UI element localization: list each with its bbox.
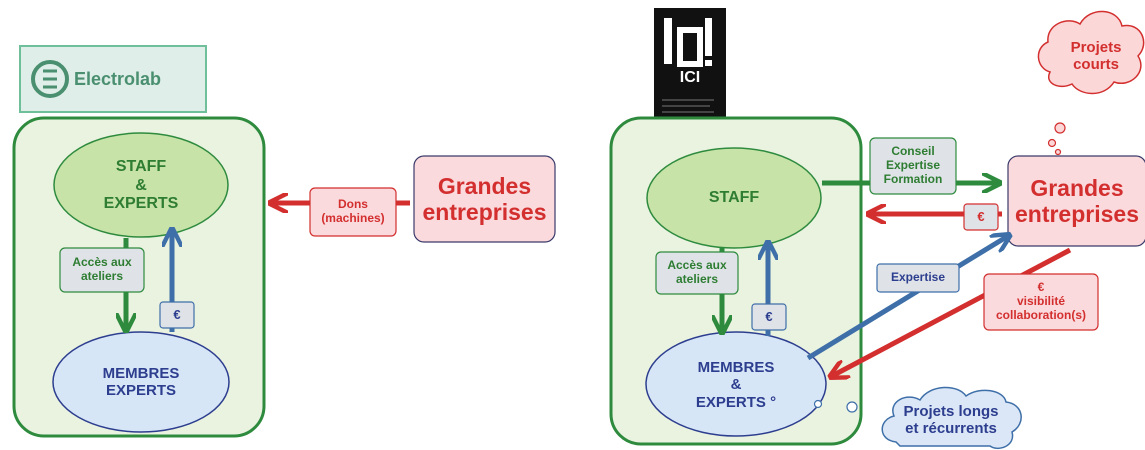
right-company-label: Grandes entreprises <box>1014 174 1139 227</box>
electrolab-logo <box>19 45 207 113</box>
left-members-node <box>52 331 230 433</box>
cloud-short-label: Projets courts <box>1070 38 1122 73</box>
left-company-label: Grandes entreprises <box>422 172 547 225</box>
ici-logo <box>654 8 726 136</box>
ici-logo-text: ICI <box>679 68 701 86</box>
left-staff-node <box>53 132 229 238</box>
electrolab-logo-text: Electrolab <box>74 68 162 89</box>
right-euro-company-label: € <box>977 208 985 224</box>
right-visibility-label: € visibilité collaboration(s) <box>995 280 1086 322</box>
right-expertise-label: Expertise <box>890 270 946 285</box>
cloud-projets-courts <box>1037 10 1145 156</box>
left-staff-label: STAFF & EXPERTS <box>103 158 179 213</box>
right-members-label: MEMBRES & EXPERTS ° <box>695 359 777 411</box>
right-company-node <box>1007 155 1145 247</box>
left-company-node <box>413 155 556 243</box>
left-members-label: MEMBRES EXPERTS <box>102 364 180 399</box>
right-conseil-label: Conseil Expertise Formation <box>883 144 943 186</box>
right-euro-label: € <box>765 308 773 324</box>
cloud-long-label: Projets longs et récurrents <box>903 402 999 437</box>
left-access-label: Accès aux ateliers <box>72 255 132 283</box>
left-donations-label: Dons (machines) <box>321 197 385 225</box>
right-staff-label: STAFF <box>708 188 760 206</box>
right-access-label: Accès aux ateliers <box>667 258 727 286</box>
right-members-node <box>645 331 827 437</box>
right-staff-node <box>646 147 822 249</box>
cloud-projets-longs <box>881 386 1022 450</box>
right-visibility-arrow <box>832 247 1072 376</box>
right-expertise-arrow <box>806 236 1008 361</box>
left-euro-label: € <box>173 306 181 322</box>
